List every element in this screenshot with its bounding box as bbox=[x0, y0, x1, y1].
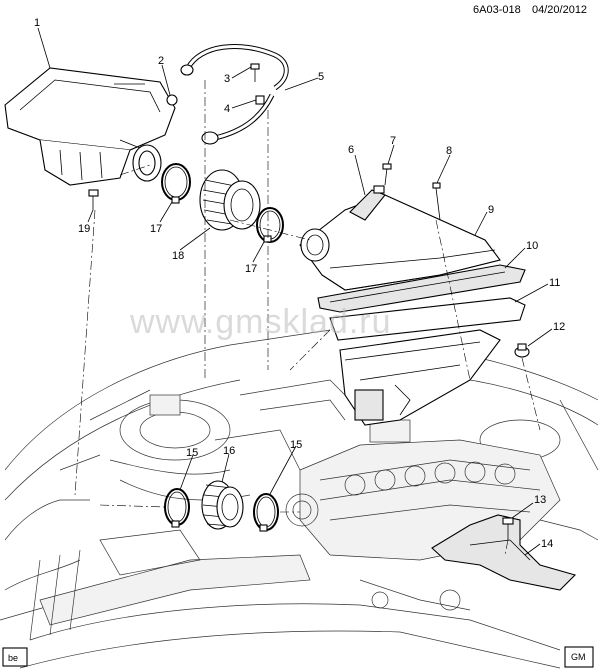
part-5-vent-hose bbox=[180, 43, 289, 145]
callout-1: 1 bbox=[34, 17, 40, 29]
callout-15-right: 15 bbox=[290, 439, 302, 451]
callout-15-left: 15 bbox=[186, 447, 198, 459]
callout-12: 12 bbox=[553, 321, 565, 333]
diagram-code: 6A03-018 bbox=[473, 4, 521, 16]
part-8-bolt bbox=[432, 182, 441, 221]
part-1-air-cleaner-housing bbox=[4, 67, 176, 186]
callout-10: 10 bbox=[526, 240, 538, 252]
part-7-screw bbox=[382, 163, 392, 186]
callout-8: 8 bbox=[446, 145, 452, 157]
gm-logo-text: GM bbox=[571, 652, 586, 662]
callout-4: 4 bbox=[224, 103, 230, 115]
part-3-bolt bbox=[250, 63, 260, 82]
part-16-coupler bbox=[201, 480, 244, 530]
callout-6: 6 bbox=[348, 144, 354, 156]
callout-16: 16 bbox=[223, 445, 235, 457]
part-18-intake-duct bbox=[199, 169, 261, 231]
watermark: www.gmsklad.ru bbox=[129, 303, 392, 341]
callout-19: 19 bbox=[78, 223, 90, 235]
callout-11: 11 bbox=[549, 277, 560, 289]
callout-18: 18 bbox=[172, 250, 184, 262]
gm-logo bbox=[564, 646, 594, 668]
callout-5: 5 bbox=[318, 71, 324, 83]
part-14-bracket bbox=[431, 514, 577, 591]
part-15-clamp-right bbox=[253, 493, 279, 532]
callout-2: 2 bbox=[158, 55, 164, 67]
leader-lines bbox=[37, 27, 553, 556]
engine-bay-drawing bbox=[0, 329, 599, 669]
part-17-clamp-right bbox=[256, 207, 284, 243]
corner-tag: be bbox=[8, 653, 18, 663]
callout-7: 7 bbox=[390, 135, 396, 147]
part-19-bolt bbox=[88, 189, 99, 210]
part-13-bolt bbox=[502, 517, 514, 540]
callout-labels: 1 2 3 4 5 6 7 8 9 10 11 12 13 14 15 15 1… bbox=[34, 17, 565, 550]
callout-3: 3 bbox=[224, 73, 230, 85]
part-17-clamp-left bbox=[161, 163, 191, 204]
part-4-clip bbox=[255, 95, 265, 105]
callout-9: 9 bbox=[488, 204, 494, 216]
callout-14: 14 bbox=[541, 538, 553, 550]
callout-17-right: 17 bbox=[245, 263, 257, 275]
part-6-mass-airflow-sensor bbox=[349, 185, 386, 221]
part-10-air-filter-element bbox=[317, 264, 526, 313]
corner-tag-box bbox=[2, 647, 28, 667]
part-11-air-cleaner-lower bbox=[329, 297, 526, 426]
alignment-lines bbox=[74, 80, 541, 556]
part-15-clamp-left bbox=[164, 488, 190, 528]
part-12-grommet bbox=[514, 343, 530, 358]
part-9-air-cleaner-cover bbox=[299, 194, 501, 291]
part-2-grommet bbox=[166, 94, 178, 106]
callout-17-left: 17 bbox=[150, 223, 162, 235]
callout-13: 13 bbox=[534, 494, 546, 506]
diagram-date: 04/20/2012 bbox=[532, 4, 587, 16]
